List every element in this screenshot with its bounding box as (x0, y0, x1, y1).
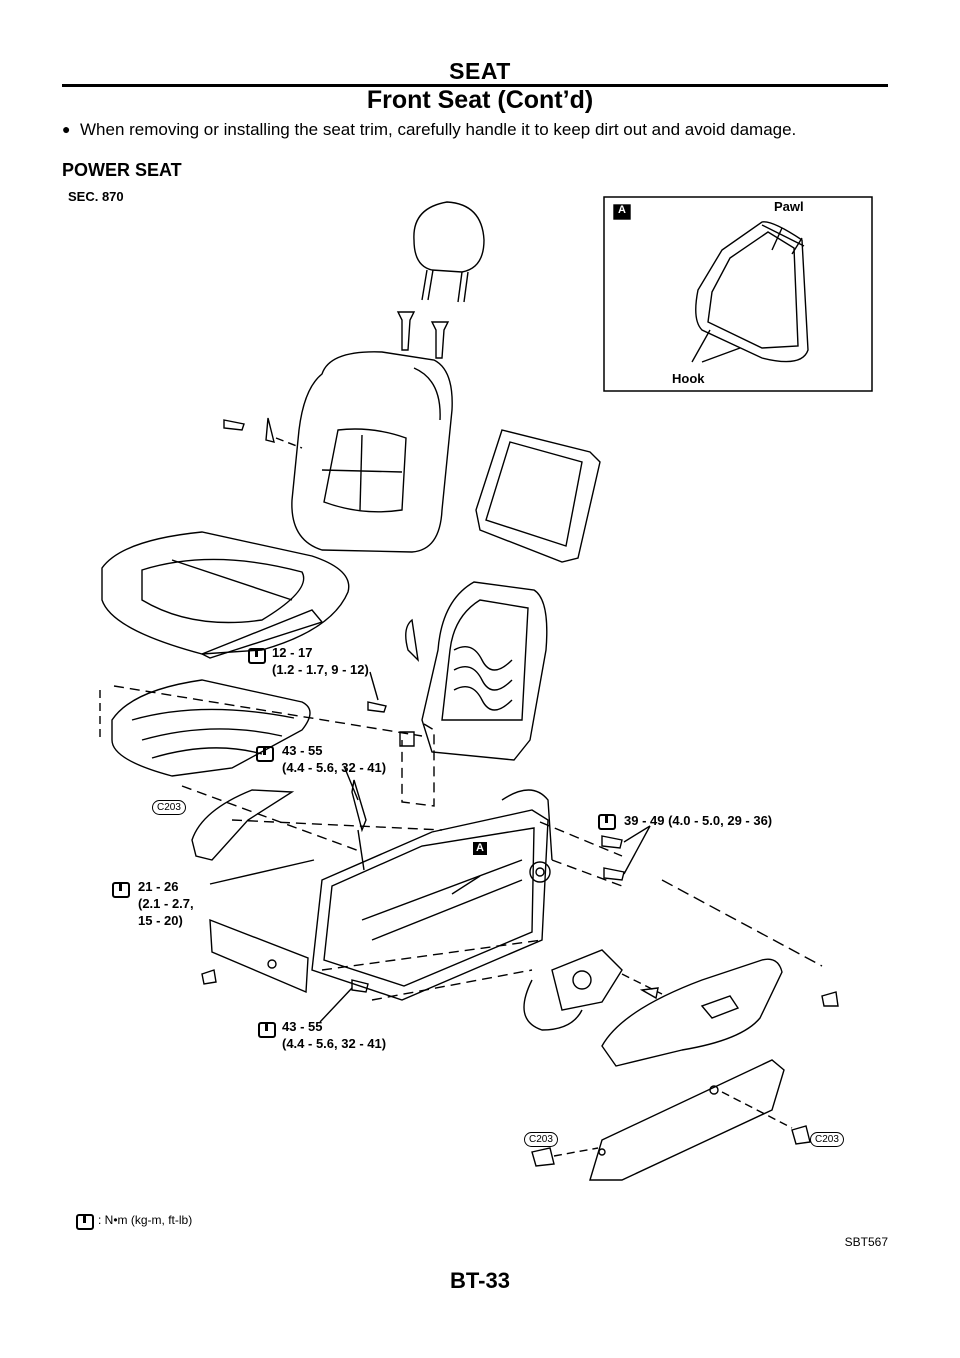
note: ● When removing or installing the seat tr… (62, 120, 796, 140)
lower-side-trim (209, 918, 309, 994)
cushion-frame (111, 679, 311, 777)
lower-rail-cover (589, 1059, 785, 1181)
power-motor (551, 949, 623, 1011)
clip-label: C203 (524, 1132, 558, 1147)
torque-spec-4: 21 - 26(2.1 - 2.7,15 - 20) (138, 879, 194, 928)
exploded-view-figure: SEC. 870 A Pawl Hook 12 - 17(1.2 - 1.7, … (62, 180, 888, 1240)
seat-illustration (99, 196, 873, 1181)
hook-label: Hook (672, 371, 705, 386)
header-section: SEAT (449, 58, 511, 84)
inset-marker-box (613, 204, 631, 220)
section-heading: POWER SEAT (62, 160, 182, 180)
inset-frame (603, 196, 873, 392)
torque-icon (248, 648, 266, 664)
torque-icon (598, 814, 616, 830)
note-text: When removing or installing the seat tri… (80, 120, 797, 139)
legend-text: : N•m (kg-m, ft-lb) (98, 1213, 193, 1227)
header-subtitle: Front Seat (Cont’d) (366, 86, 594, 114)
marker-a: A (473, 842, 487, 855)
clip-label: C203 (152, 800, 186, 815)
torque-spec-2: 43 - 55(4.4 - 5.6, 32 - 41) (282, 743, 387, 775)
figure-code: SBT567 (844, 1235, 888, 1249)
torque-icon (256, 746, 274, 762)
torque-spec-3: 39 - 49 (4.0 - 5.0, 29 - 36) (624, 813, 773, 828)
torque-icon (258, 1022, 276, 1038)
seatback (291, 351, 453, 553)
torque-icon (76, 1214, 94, 1230)
torque-spec-1: 12 - 17(1.2 - 1.7, 9 - 12) (272, 645, 369, 677)
headrest (413, 201, 485, 273)
inset-marker: A (618, 204, 626, 216)
clip-label: C203 (810, 1132, 844, 1147)
seat-rail-assembly (311, 809, 549, 1001)
header-rule (62, 84, 888, 87)
page-number: BT-33 (450, 1268, 510, 1293)
torque-icon (112, 882, 130, 898)
torque-spec-5: 43 - 55(4.4 - 5.6, 32 - 41) (282, 1019, 387, 1051)
seatback-board (475, 429, 601, 563)
sec-label: SEC. 870 (68, 189, 124, 204)
pawl-label: Pawl (774, 199, 804, 214)
seat-cushion (101, 531, 350, 655)
front-side-cover (191, 789, 295, 861)
outer-side-cover (601, 958, 783, 1067)
bullet-icon: ● (62, 121, 71, 137)
inset-trim-part (695, 221, 809, 363)
seatback-frame (421, 581, 548, 761)
